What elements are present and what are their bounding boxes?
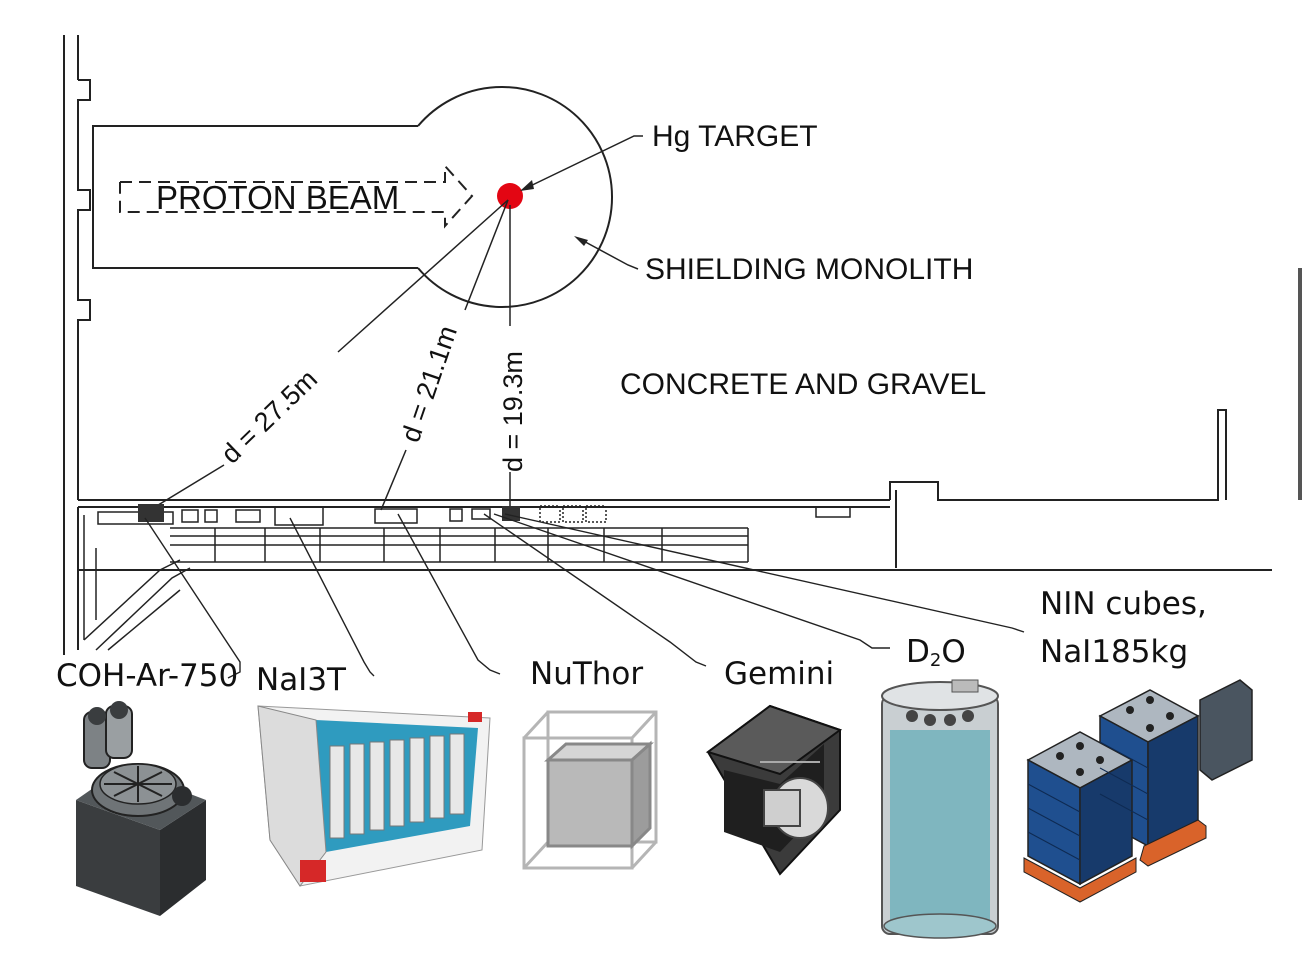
label-nai3t: NaI3T <box>256 662 347 698</box>
shielding-arrowhead <box>574 236 588 246</box>
detector-leaders <box>144 513 1025 679</box>
shielding-monolith-label: SHIELDING MONOLITH <box>645 253 973 286</box>
detector-cluster-mark <box>502 506 520 521</box>
distance-label-1: d = 27.5m <box>215 364 323 470</box>
corridor-markers <box>539 505 607 523</box>
beam-tunnel <box>92 86 614 308</box>
concrete-gravel-label: CONCRETE AND GRAVEL <box>620 368 986 401</box>
nin-cubes-illustration <box>1023 679 1253 903</box>
hg-target-arrowhead <box>520 180 534 191</box>
nai3t-illustration <box>257 705 491 887</box>
label-d2o: D2O <box>906 634 966 671</box>
label-nin-cubes-line2: NaI185kg <box>1040 634 1188 670</box>
hg-target-label: Hg TARGET <box>652 120 818 153</box>
distance-label-3: d = 19.3m <box>498 351 528 472</box>
proton-beam-label: PROTON BEAM <box>156 179 399 216</box>
hg-target-dot <box>497 183 523 209</box>
building-walls <box>63 35 1272 655</box>
nuthor-illustration <box>522 710 658 870</box>
distance-lines <box>149 199 511 511</box>
label-nuthor: NuThor <box>530 656 643 692</box>
label-gemini: Gemini <box>724 656 834 692</box>
hg-target-leader <box>521 135 643 191</box>
d2o-illustration <box>881 679 999 939</box>
distance-label-2: d = 21.1m <box>395 322 463 446</box>
gemini-illustration <box>705 704 843 876</box>
coh-ar-illustration <box>76 701 206 916</box>
coh-ar-mark <box>138 504 164 522</box>
proton-beam-arrow <box>119 163 474 229</box>
corridor-structure <box>83 506 851 651</box>
label-nin-cubes-line1: NIN cubes, <box>1040 586 1207 622</box>
label-coh-ar-750: COH-Ar-750 <box>56 658 238 694</box>
shielding-leader <box>577 237 639 270</box>
